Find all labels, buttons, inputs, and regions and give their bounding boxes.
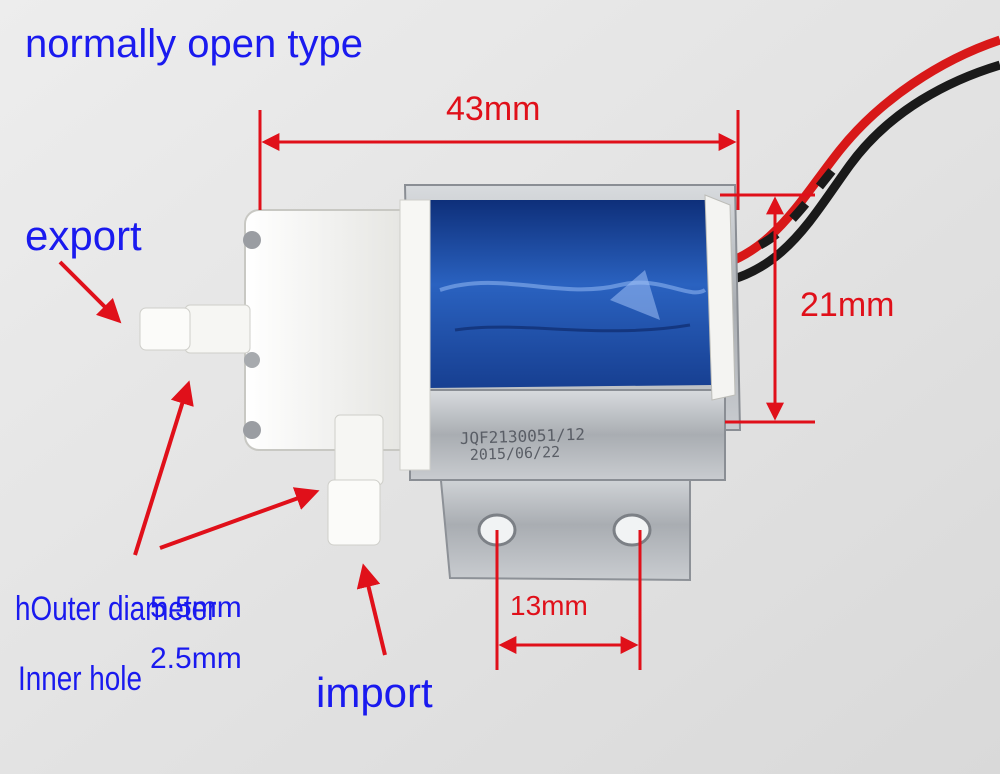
dimension-13mm (495, 530, 642, 670)
valve-body (243, 199, 431, 471)
import-label: import (316, 669, 433, 716)
title-label: normally open type (25, 22, 363, 66)
frame-stamp-2: 2015/06/22 (470, 443, 561, 464)
mounting-bracket (438, 469, 691, 582)
inner-hole-label: Inner hole (18, 660, 143, 698)
export-label: export (25, 212, 142, 259)
inner-hole-value: 2.5mm (150, 642, 242, 675)
dimension-21mm (720, 193, 815, 424)
mount-hole-right (612, 513, 652, 547)
pointer-arrows (58, 260, 387, 656)
export-nozzle (139, 304, 251, 354)
outer-diameter-label: hOuter diameter (15, 590, 217, 628)
solenoid-coil (425, 200, 712, 388)
frame-stamp-1: JQF2130051/12 (459, 425, 585, 448)
dim-13mm-label: 13mm (510, 590, 588, 621)
dim-21mm-label: 21mm (800, 286, 895, 324)
coil-end-cap (704, 194, 736, 401)
import-nozzle (327, 414, 384, 546)
outer-diameter-value: 5.5mm (150, 591, 242, 624)
dim-43mm-label: 43mm (446, 90, 541, 128)
dimension-43mm (258, 110, 740, 210)
